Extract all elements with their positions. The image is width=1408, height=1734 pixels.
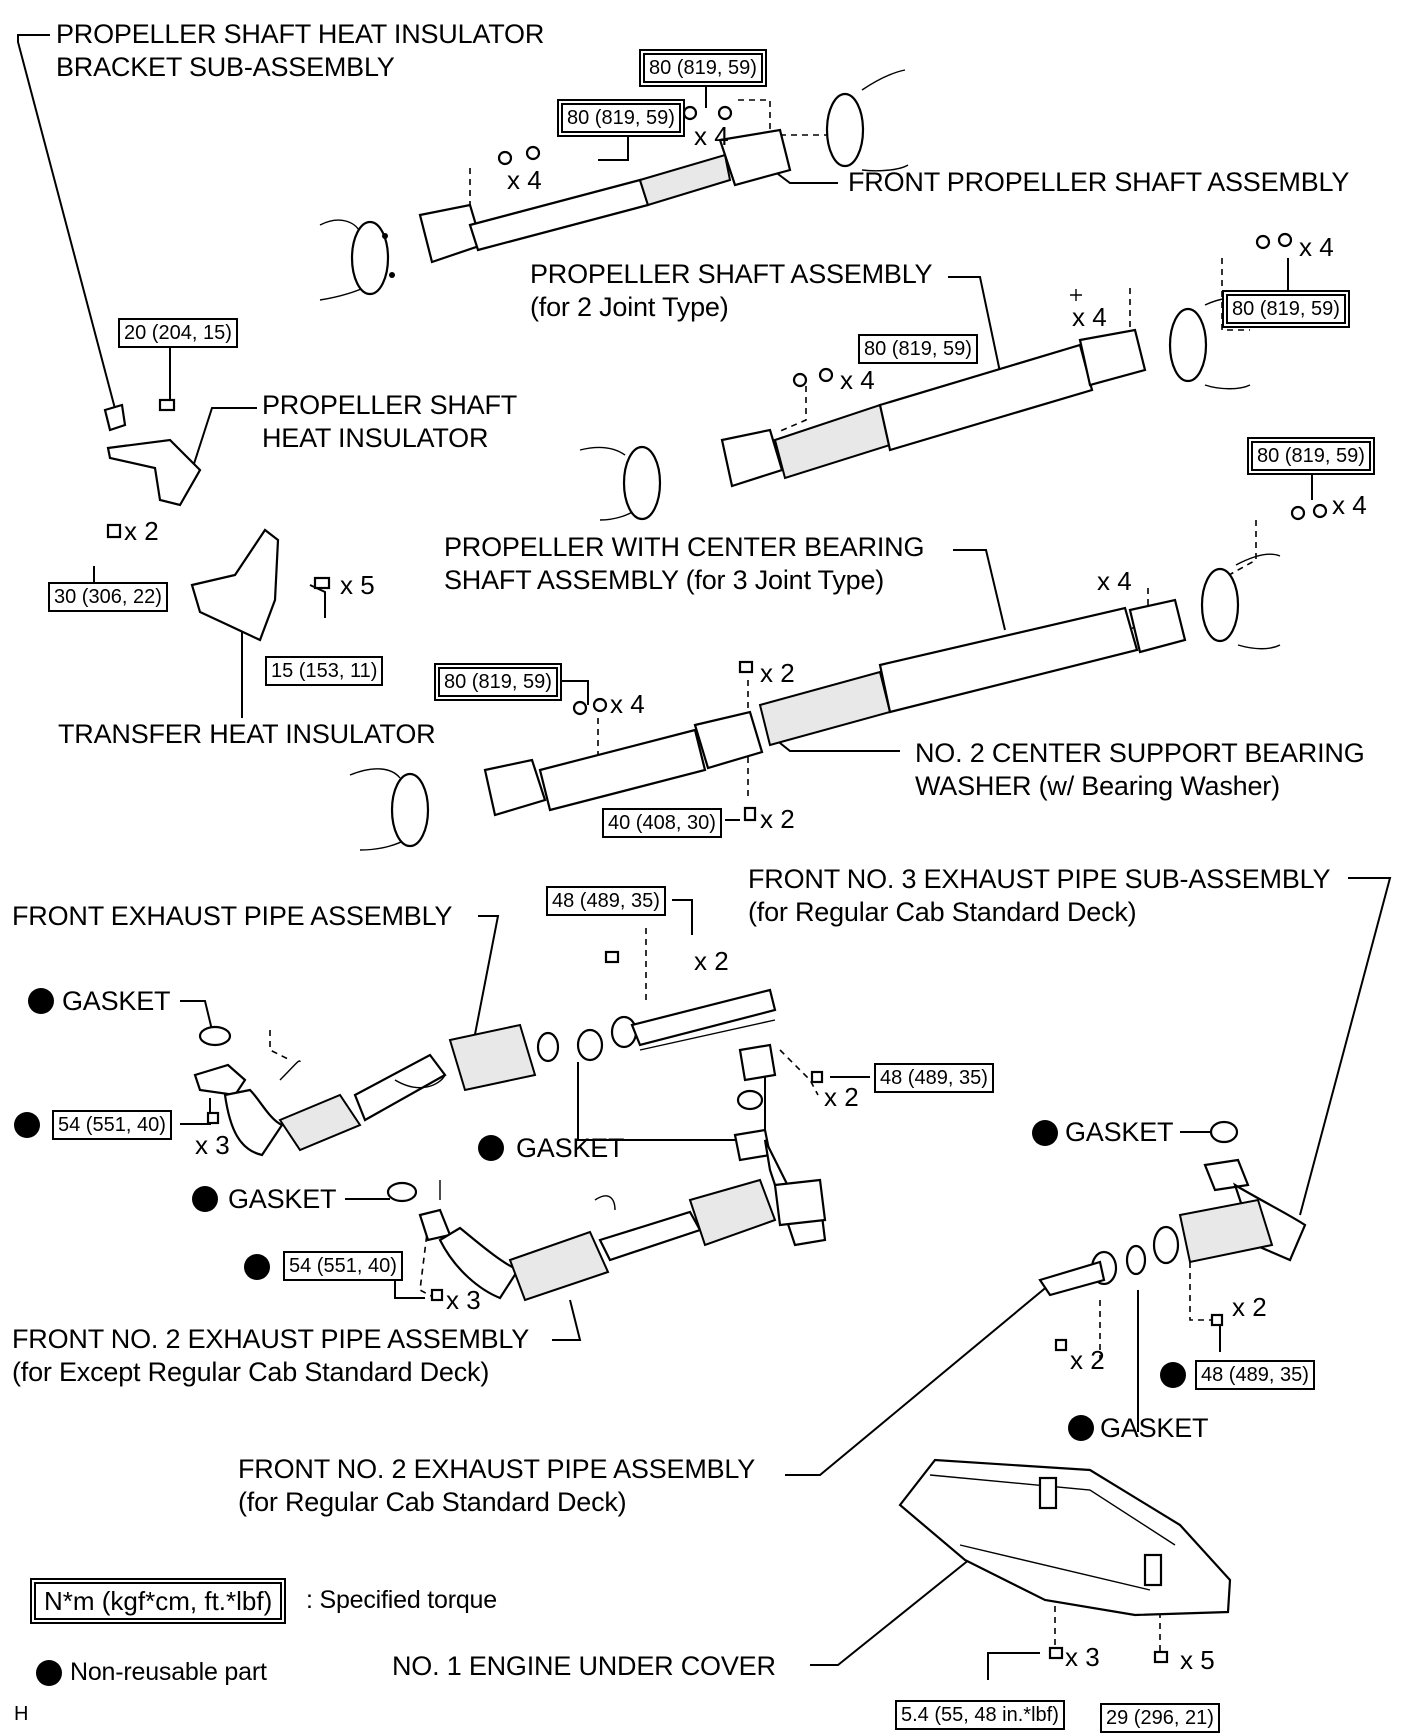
quantity-marker: x 2 xyxy=(694,946,729,976)
label-front-exhaust-pipe: FRONT EXHAUST PIPE ASSEMBLY xyxy=(12,901,453,931)
non-reusable-dot xyxy=(1160,1362,1186,1388)
torque-spec: 80 (819, 59) xyxy=(858,334,978,364)
label-center-support-line2: WASHER (w/ Bearing Washer) xyxy=(915,771,1280,801)
label-bracket-line1: PROPELLER SHAFT HEAT INSULATOR xyxy=(56,19,545,49)
quantity-marker: x 3 xyxy=(446,1285,481,1315)
torque-spec: 80 (819, 59) xyxy=(1226,294,1346,324)
quantity-marker: x 4 xyxy=(610,689,645,719)
quantity-marker: x 3 xyxy=(195,1130,230,1160)
label-heat-insulator-line2: HEAT INSULATOR xyxy=(262,423,489,453)
front-no3-exhaust-pipe xyxy=(1038,1120,1307,1352)
label-propeller-shaft-2joint-line1: PROPELLER SHAFT ASSEMBLY xyxy=(530,259,933,289)
label-center-support-line1: NO. 2 CENTER SUPPORT BEARING xyxy=(915,738,1365,768)
label-propeller-shaft-2joint-line2: (for 2 Joint Type) xyxy=(530,292,729,322)
torque-spec: 80 (819, 59) xyxy=(643,53,763,83)
label-heat-insulator-line1: PROPELLER SHAFT xyxy=(262,390,518,420)
label-transfer-heat-insulator: TRANSFER HEAT INSULATOR xyxy=(58,719,436,749)
torque-spec: 80 (819, 59) xyxy=(1251,441,1371,471)
label-bracket-line2: BRACKET SUB-ASSEMBLY xyxy=(56,52,395,82)
quantity-marker: x 4 xyxy=(1072,302,1107,332)
corner-letter: H xyxy=(14,1703,29,1725)
non-reusable-dot xyxy=(244,1254,270,1280)
torque-spec: 40 (408, 30) xyxy=(602,808,722,838)
label-front-no2-except-line1: FRONT NO. 2 EXHAUST PIPE ASSEMBLY xyxy=(12,1324,530,1354)
label-gasket-4: GASKET xyxy=(228,1184,337,1214)
torque-spec: 80 (819, 59) xyxy=(561,103,681,133)
quantity-marker: x 4 xyxy=(1332,490,1367,520)
label-gasket-3: GASKET xyxy=(1065,1117,1174,1147)
legend-non-reusable-text: Non-reusable part xyxy=(70,1658,267,1686)
quantity-marker: x 2 xyxy=(1232,1292,1267,1322)
non-reusable-dot xyxy=(1068,1415,1094,1441)
front-no2-exhaust-pipe-except xyxy=(386,1178,827,1302)
quantity-marker: x 2 xyxy=(760,804,795,834)
quantity-marker: x 2 xyxy=(824,1082,859,1112)
non-reusable-dot xyxy=(1032,1120,1058,1146)
leader-lines xyxy=(17,34,1392,1680)
quantity-marker: x 2 xyxy=(1070,1345,1105,1375)
label-center-bearing-shaft-line2: SHAFT ASSEMBLY (for 3 Joint Type) xyxy=(444,565,885,595)
legend-torque-box: N*m (kgf*cm, ft.*lbf) xyxy=(34,1582,283,1620)
label-engine-under-cover: NO. 1 ENGINE UNDER COVER xyxy=(392,1651,776,1681)
label-front-no2-regular-line1: FRONT NO. 2 EXHAUST PIPE ASSEMBLY xyxy=(238,1454,756,1484)
torque-spec: 54 (551, 40) xyxy=(283,1251,403,1281)
label-gasket-5: GASKET xyxy=(1100,1413,1209,1443)
torque-spec: 54 (551, 40) xyxy=(52,1110,172,1140)
front-propeller-shaft xyxy=(319,69,909,301)
non-reusable-dot xyxy=(192,1186,218,1212)
torque-spec: 48 (489, 35) xyxy=(1195,1360,1315,1390)
torque-spec: 48 (489, 35) xyxy=(546,886,666,916)
quantity-marker: x 4 xyxy=(1299,232,1334,262)
label-front-propeller-shaft: FRONT PROPELLER SHAFT ASSEMBLY xyxy=(848,167,1350,197)
label-gasket-1: GASKET xyxy=(62,986,171,1016)
quantity-marker: x 4 xyxy=(840,365,875,395)
non-reusable-dot xyxy=(28,988,54,1014)
quantity-marker: x 5 xyxy=(1180,1645,1215,1675)
propeller-shaft-2-joint xyxy=(579,232,1293,521)
torque-spec: 15 (153, 11) xyxy=(265,656,384,686)
label-front-no3-line1: FRONT NO. 3 EXHAUST PIPE SUB-ASSEMBLY xyxy=(748,864,1331,894)
quantity-marker: x 3 xyxy=(1065,1642,1100,1672)
non-reusable-dot xyxy=(478,1135,504,1161)
heat-insulators xyxy=(103,398,331,642)
label-front-no2-except-line2: (for Except Regular Cab Standard Deck) xyxy=(12,1357,490,1387)
quantity-marker: x 2 xyxy=(124,516,159,546)
label-gasket-2: GASKET xyxy=(516,1133,625,1163)
engine-under-cover xyxy=(898,1458,1232,1664)
label-front-no2-regular-line2: (for Regular Cab Standard Deck) xyxy=(238,1487,627,1517)
front-exhaust-pipe xyxy=(193,1023,560,1157)
center-pipe-and-gaskets xyxy=(576,950,827,1247)
torque-spec: 29 (296, 21) xyxy=(1100,1703,1220,1733)
quantity-marker: x 4 xyxy=(1097,566,1132,596)
legend-non-reusable-dot xyxy=(36,1660,62,1686)
quantity-marker: x 5 xyxy=(340,570,375,600)
non-reusable-dot xyxy=(14,1112,40,1138)
torque-spec: 48 (489, 35) xyxy=(874,1063,994,1093)
torque-spec: 80 (819, 59) xyxy=(438,667,558,697)
torque-spec: 20 (204, 15) xyxy=(118,318,238,348)
torque-spec: 5.4 (55, 48 in.*lbf) xyxy=(895,1700,1065,1730)
quantity-marker: x 2 xyxy=(760,658,795,688)
label-front-no3-line2: (for Regular Cab Standard Deck) xyxy=(748,897,1137,927)
quantity-marker: x 4 xyxy=(507,165,542,195)
label-center-bearing-shaft-line1: PROPELLER WITH CENTER BEARING xyxy=(444,532,925,562)
legend-torque-text: : Specified torque xyxy=(306,1586,497,1614)
quantity-marker: x 4 xyxy=(694,121,729,151)
propeller-shaft-3-joint xyxy=(349,503,1328,851)
torque-spec: 30 (306, 22) xyxy=(48,582,168,612)
